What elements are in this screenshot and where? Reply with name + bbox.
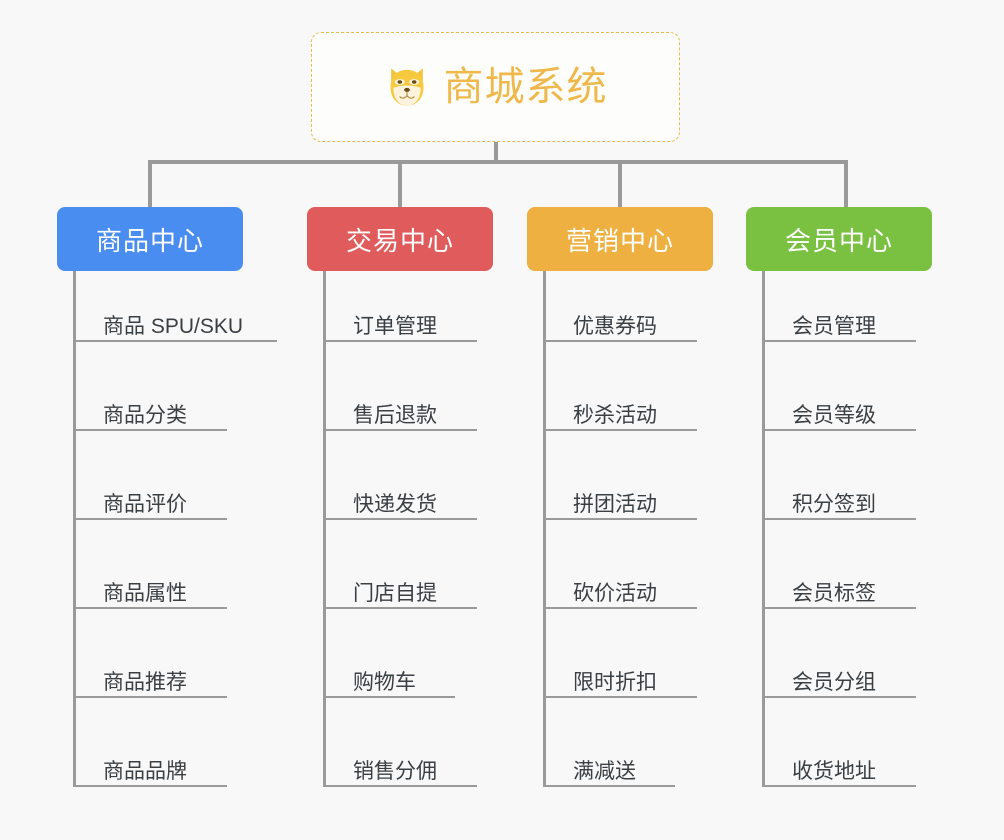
leaf-label: 购物车	[353, 670, 416, 694]
category-box-4[interactable]: 会员中心	[746, 207, 932, 271]
connector-horizontal-bus	[148, 160, 848, 164]
category-title-4: 会员中心	[784, 225, 893, 256]
leaf-rule	[73, 607, 227, 609]
leaf-label: 门店自提	[353, 581, 437, 605]
leaf-rule	[323, 429, 477, 431]
category-box-1[interactable]: 商品中心	[57, 207, 243, 271]
leaf-label: 会员分组	[792, 670, 876, 694]
connector-root-stub	[494, 142, 498, 164]
leaf-label: 商品评价	[103, 492, 187, 516]
category-title-1: 商品中心	[95, 225, 204, 256]
leaf-label: 限时折扣	[573, 670, 657, 694]
leaf-label: 满减送	[573, 759, 636, 783]
leaf-label: 商品属性	[103, 581, 187, 605]
leaf-label: 商品 SPU/SKU	[103, 314, 244, 338]
leaf-label: 商品分类	[103, 403, 187, 427]
dog-face-icon	[384, 64, 430, 110]
leaf-rule	[73, 340, 277, 342]
leaf-rule	[73, 429, 227, 431]
connector-drop-1	[148, 160, 152, 208]
leaf-label: 售后退款	[353, 403, 437, 427]
leaf-rule	[323, 607, 477, 609]
leaf-label: 订单管理	[353, 314, 437, 338]
leaf-rule	[323, 340, 477, 342]
leaf-rule	[73, 696, 227, 698]
leaf-rule	[543, 696, 697, 698]
leaf-rule	[762, 429, 916, 431]
leaf-rule	[543, 518, 697, 520]
leaf-rule	[543, 607, 697, 609]
category-box-2[interactable]: 交易中心	[307, 207, 493, 271]
leaf-rule	[762, 340, 916, 342]
leaf-rule	[323, 518, 477, 520]
leaf-label: 积分签到	[792, 492, 876, 516]
category-box-3[interactable]: 营销中心	[527, 207, 713, 271]
leaf-rule	[323, 696, 455, 698]
leaf-rule	[762, 785, 916, 787]
branch-trunk-1	[73, 271, 76, 786]
leaf-rule	[543, 429, 697, 431]
branch-trunk-3	[543, 271, 546, 786]
category-title-3: 营销中心	[565, 225, 674, 256]
leaf-label: 商品品牌	[103, 759, 187, 783]
leaf-rule	[762, 696, 916, 698]
leaf-rule	[323, 785, 477, 787]
leaf-label: 拼团活动	[573, 492, 657, 516]
root-title: 商城系统	[443, 65, 608, 109]
leaf-rule	[73, 518, 227, 520]
leaf-label: 收货地址	[792, 759, 876, 783]
leaf-rule	[543, 785, 675, 787]
leaf-label: 会员标签	[792, 581, 876, 605]
leaf-rule	[73, 785, 227, 787]
leaf-label: 销售分佣	[353, 759, 437, 783]
leaf-label: 砍价活动	[573, 581, 657, 605]
leaf-rule	[762, 518, 916, 520]
connector-drop-3	[618, 160, 622, 208]
root-node[interactable]: 商城系统	[311, 32, 680, 142]
connector-drop-4	[844, 160, 848, 208]
leaf-label: 秒杀活动	[573, 403, 657, 427]
leaf-label: 优惠券码	[573, 314, 657, 338]
leaf-rule	[543, 340, 697, 342]
leaf-rule	[762, 607, 916, 609]
leaf-label: 会员管理	[792, 314, 876, 338]
leaf-label: 快递发货	[353, 492, 437, 516]
branch-trunk-2	[323, 271, 326, 786]
branch-trunk-4	[762, 271, 765, 786]
leaf-label: 会员等级	[792, 403, 876, 427]
connector-drop-2	[398, 160, 402, 208]
leaf-label: 商品推荐	[103, 670, 187, 694]
category-title-2: 交易中心	[345, 225, 454, 256]
